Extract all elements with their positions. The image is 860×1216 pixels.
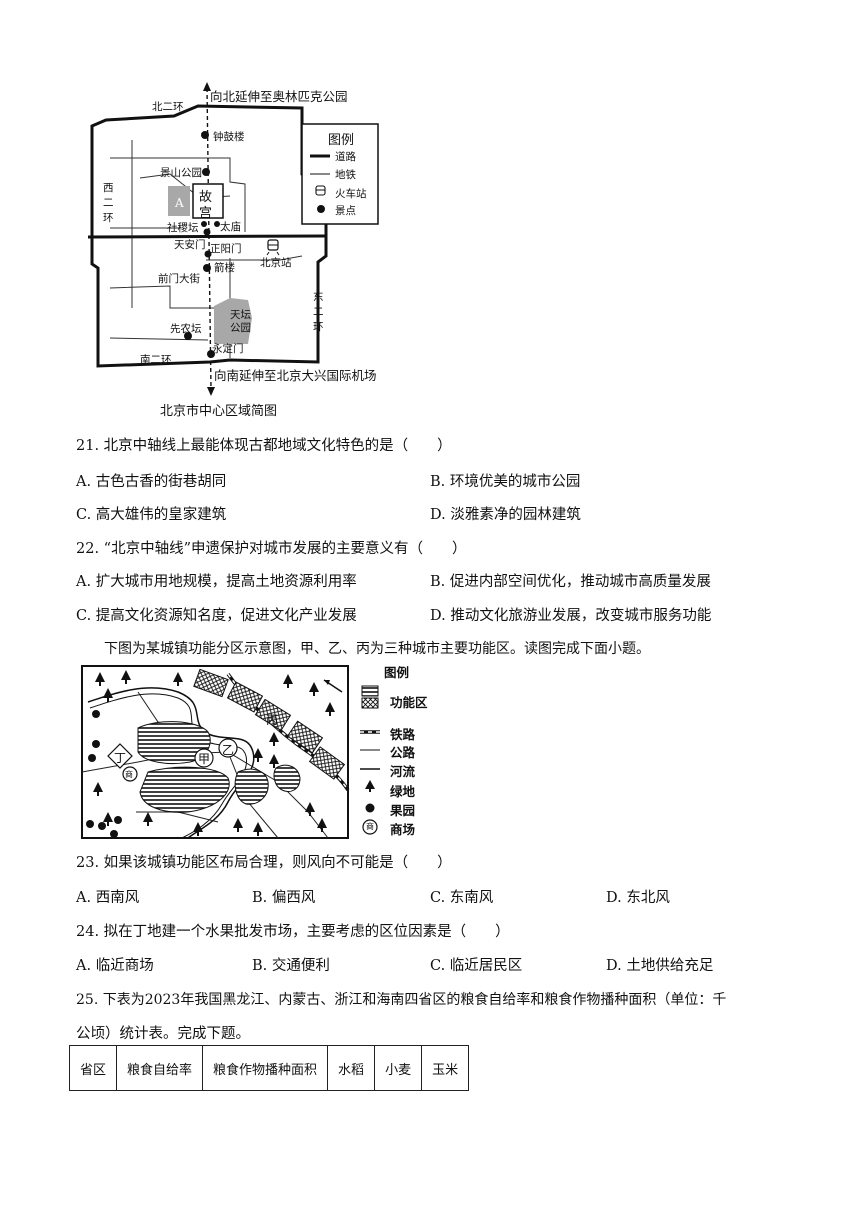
- xiannongtan-label: 先农坛: [170, 323, 202, 335]
- north-arrow-icon: [323, 679, 343, 693]
- shop-icon-label: 商: [125, 770, 133, 779]
- jingshan-label: 景山公园: [160, 167, 202, 179]
- q21-option-b: B. 环境优美的城市公园: [430, 474, 581, 490]
- legend-highway-label: 公路: [390, 745, 416, 760]
- q21-option-d: D. 淡雅素净的园林建筑: [430, 507, 581, 523]
- q24-option-b: B. 交通便利: [252, 958, 330, 974]
- tiantan-char-1: 天坛: [230, 309, 251, 321]
- gugong-char-2: 宫: [199, 206, 213, 221]
- train-station-icon: [266, 239, 280, 256]
- table-header-cell: 粮食作物播种面积: [202, 1045, 329, 1091]
- q24-stem: 24. 拟在丁地建一个水果批发市场，主要考虑的区位因素是（ ）: [76, 924, 510, 940]
- table-header-cell: 省区: [68, 1045, 118, 1091]
- q23-stem: 23. 如果该城镇功能区布局合理，则风向不可能是（ ）: [76, 855, 452, 871]
- q23-option-b: B. 偏西风: [252, 890, 316, 906]
- table-header-cell: 粮食自给率: [116, 1045, 204, 1091]
- zone-ding-label: 丁: [114, 751, 127, 765]
- table-header-cell: 玉米: [421, 1045, 470, 1091]
- legend-train-icon: [315, 185, 326, 196]
- shejitan-label: 社稷坛: [167, 222, 199, 234]
- q25-stem-line1: 25. 下表为2023年我国黑龙江、内蒙古、浙江和海南四省区的粮食自给率和粮食作…: [76, 992, 727, 1008]
- legend-subway-label: 地铁: [335, 169, 356, 181]
- q21-stem: 21. 北京中轴线上最能体现古都地域文化特色的是（ ）: [76, 438, 452, 454]
- legend-river-label: 河流: [390, 764, 416, 779]
- grain-stats-table: 省区 粮食自给率 粮食作物播种面积 水稻 小麦 玉米: [68, 1045, 470, 1091]
- legend-mall-label: 商场: [390, 822, 416, 837]
- orchard-icons: [86, 710, 122, 838]
- west-ring-char-1: 西: [103, 182, 114, 194]
- legend-train-label: 火车站: [335, 188, 367, 200]
- south-extension-label: 向南延伸至北京大兴国际机场: [214, 368, 377, 383]
- gugong-char-1: 故: [199, 190, 213, 205]
- south-ring-label: 南二环: [140, 354, 172, 366]
- table-header-row: 省区 粮食自给率 粮食作物播种面积 水稻 小麦 玉米: [68, 1045, 470, 1091]
- zone-yi-label: 乙: [222, 743, 235, 757]
- map1-legend-title: 图例: [328, 133, 355, 148]
- legend-shop-icon-label: 商: [366, 822, 374, 831]
- tiananmen-label: 天安门: [174, 239, 206, 251]
- yongdingmen-label: 永定门: [212, 343, 244, 355]
- legend-orchard-label: 果园: [390, 803, 416, 818]
- q23-option-a: A. 西南风: [76, 890, 140, 906]
- tiantan-char-2: 公园: [230, 322, 251, 334]
- legend-green-label: 绿地: [390, 784, 416, 799]
- q24-option-d: D. 土地供给充足: [606, 958, 714, 974]
- legend-railway-label: 铁路: [390, 727, 416, 742]
- q21-option-c: C. 高大雄伟的皇家建筑: [76, 507, 227, 523]
- town-zone-map: [81, 665, 380, 839]
- table-header-cell: 小麦: [374, 1045, 423, 1091]
- north-ring-label: 北二环: [152, 101, 184, 113]
- zhengyangmen-label: 正阳门: [210, 243, 242, 255]
- q22-option-b: B. 促进内部空间优化，推动城市高质量发展: [430, 574, 711, 590]
- west-ring-char-2: 二: [103, 197, 114, 209]
- beijingzhan-label: 北京站: [260, 257, 292, 269]
- green-space-trees: [93, 670, 335, 836]
- q22-option-a: A. 扩大城市用地规模，提高土地资源利用率: [76, 574, 357, 590]
- zone-a-label: A: [175, 196, 184, 210]
- map1-caption: 北京市中心区域简图: [160, 404, 278, 419]
- qianmen-label: 前门大街: [158, 273, 200, 285]
- east-ring-char-1: 东: [313, 291, 324, 303]
- q22-stem: 22. “北京中轴线”申遗保护对城市发展的主要意义有（ ）: [76, 541, 467, 557]
- q22-option-d: D. 推动文化旅游业发展，改变城市服务功能: [430, 608, 712, 624]
- zone-bing-label: 丙: [266, 713, 279, 727]
- q22-option-c: C. 提高文化资源知名度，促进文化产业发展: [76, 608, 357, 624]
- table-header-cell: 水稻: [327, 1045, 376, 1091]
- legend-road-label: 道路: [335, 151, 356, 163]
- legend-zone-label: 功能区: [390, 695, 428, 710]
- q24-option-c: C. 临近居民区: [430, 958, 523, 974]
- north-extension-label: 向北延伸至奥林匹克公园: [210, 89, 348, 104]
- zhonggulou-label: 钟鼓楼: [213, 131, 245, 143]
- legend-scenic-label: 景点: [335, 205, 356, 217]
- q24-option-a: A. 临近商场: [76, 958, 154, 974]
- jianlou-label: 箭楼: [214, 262, 235, 274]
- zone-jia-label: 甲: [198, 752, 211, 766]
- q23-option-c: C. 东南风: [430, 890, 494, 906]
- beijing-map: [87, 82, 379, 396]
- intro-passage: 下图为某城镇功能分区示意图，甲、乙、丙为三种城市主要功能区。读图完成下面小题。: [104, 641, 650, 657]
- q25-stem-line2: 公顷）统计表。完成下题。: [76, 1026, 250, 1042]
- taimiao-label: 太庙: [220, 221, 241, 233]
- map2-legend-title: 图例: [384, 665, 410, 680]
- q21-option-a: A. 古色古香的街巷胡同: [76, 474, 227, 490]
- q23-option-d: D. 东北风: [606, 890, 670, 906]
- west-ring-char-3: 环: [103, 212, 114, 224]
- east-ring-char-3: 环: [313, 321, 324, 333]
- east-ring-char-2: 二: [313, 306, 324, 318]
